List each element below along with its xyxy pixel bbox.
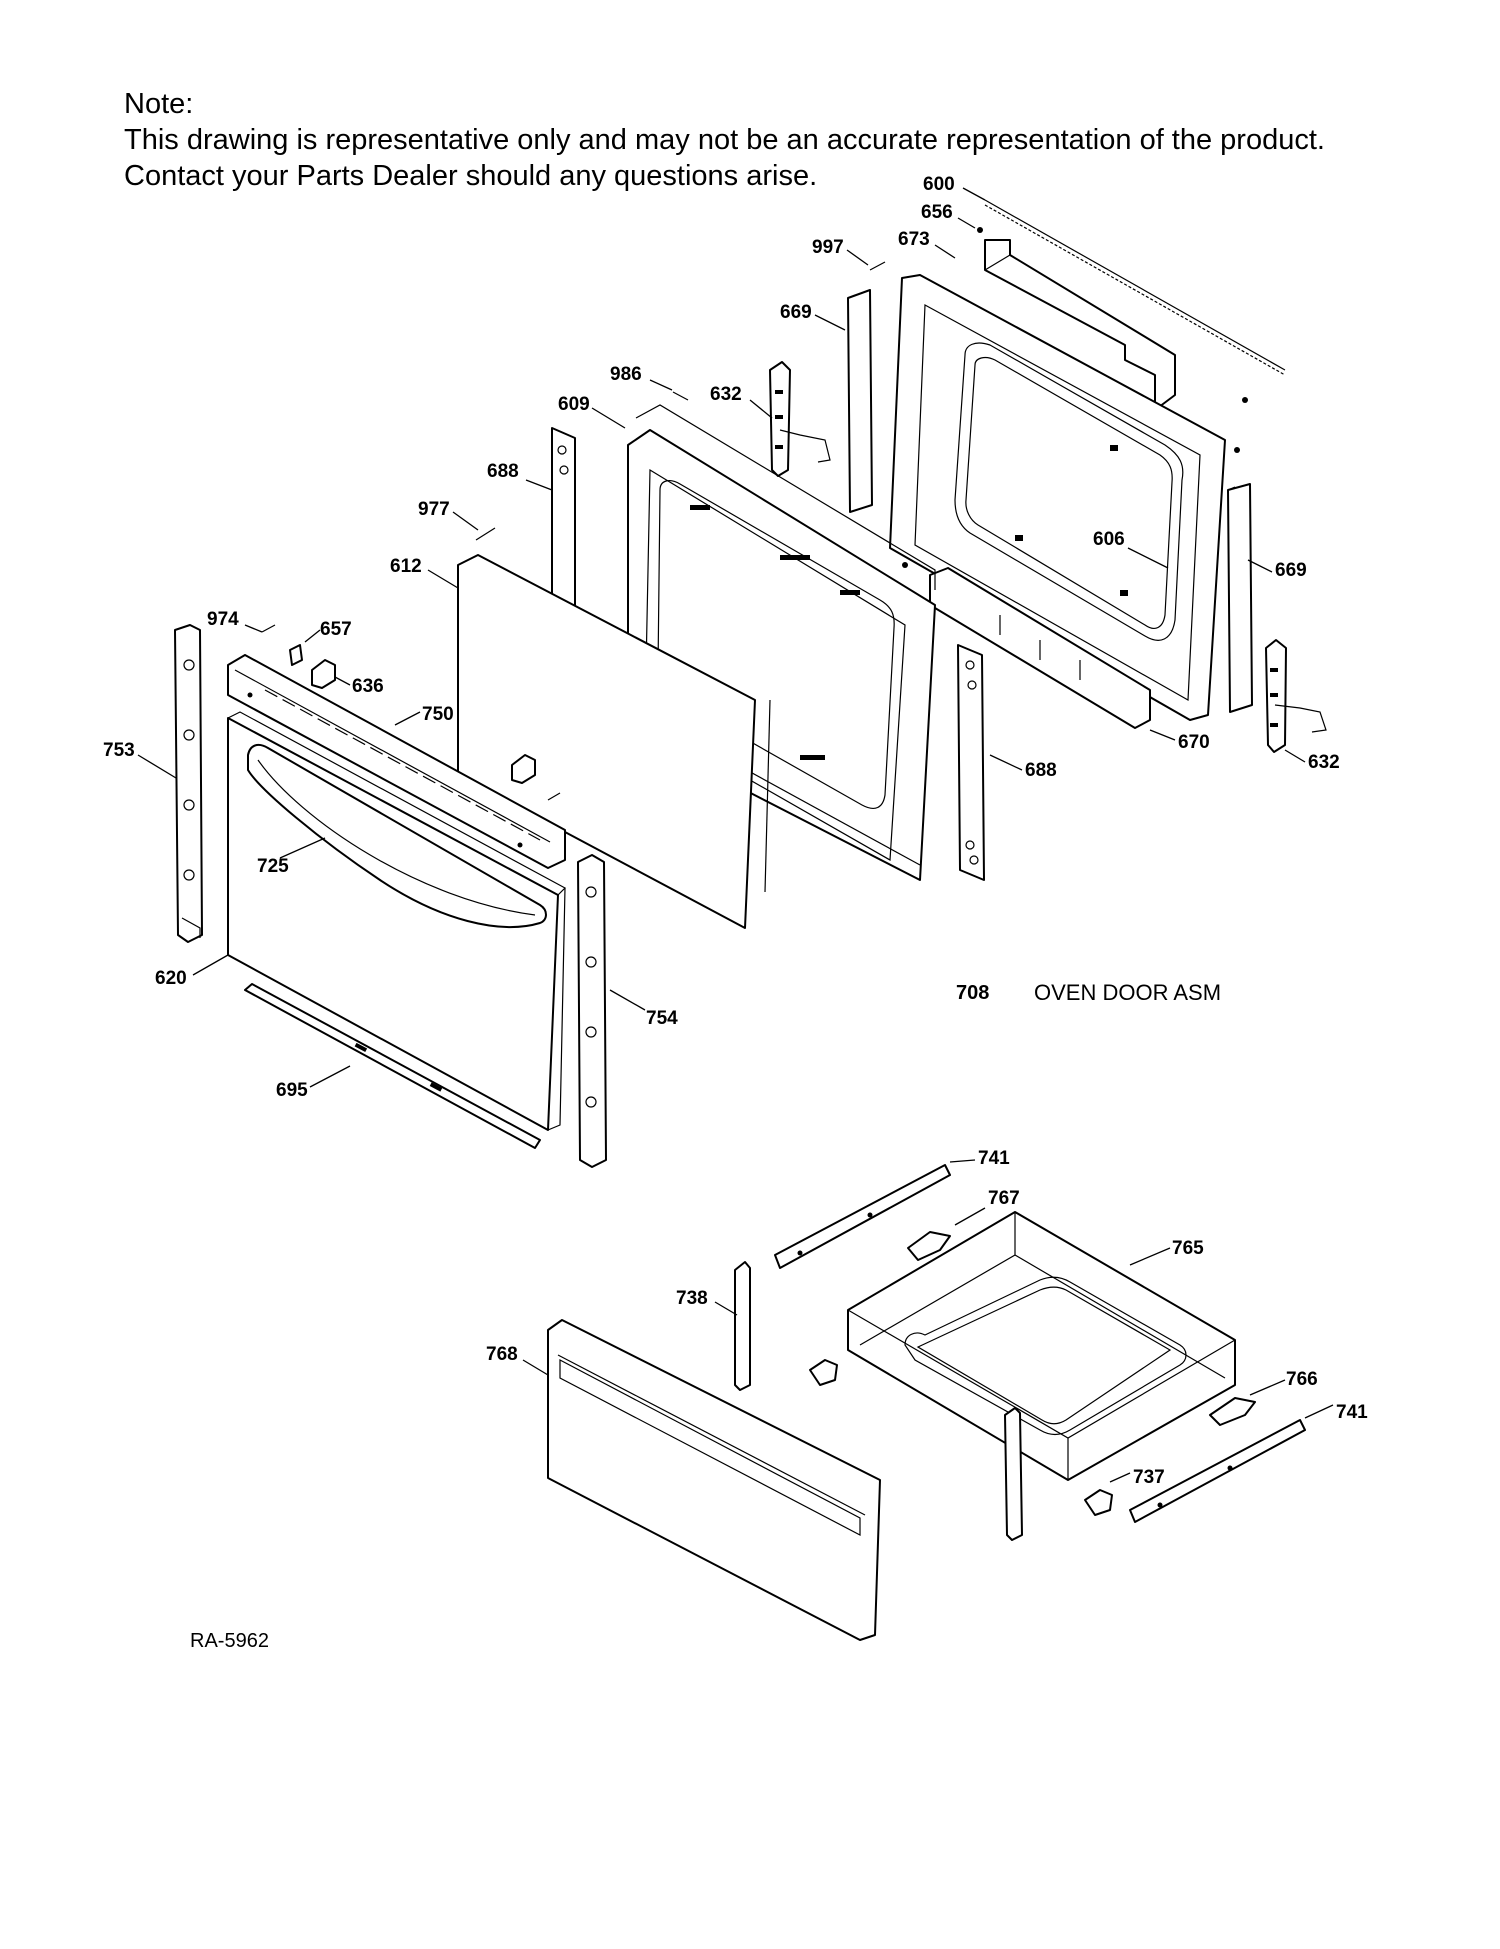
callout-657: 657: [320, 619, 352, 640]
callout-765: 765: [1172, 1238, 1204, 1259]
callout-620: 620: [155, 968, 187, 989]
note-line-1: This drawing is representative only and …: [124, 124, 1325, 156]
callout-688-left: 688: [487, 461, 519, 482]
part-656-fastener: [977, 227, 983, 233]
leader-lines: [137, 187, 1334, 1483]
callout-977: 977: [418, 499, 450, 520]
part-612-glass-panel: [457, 554, 756, 929]
callout-labels: 600 656 673 997 669 986 632 609 688 977 …: [103, 174, 1368, 1488]
part-657-clip: [289, 644, 303, 666]
part-725-door-handle: [247, 743, 547, 929]
part-997-screw: [869, 261, 886, 271]
part-738-drawer-side-right: [1004, 1407, 1023, 1541]
part-737-stop-b: [809, 1359, 838, 1386]
callout-673: 673: [898, 229, 930, 250]
part-695-bottom-trim: [244, 983, 541, 1149]
part-766-glide: [1209, 1397, 1256, 1426]
part-767-glide: [907, 1231, 951, 1261]
part-753-side-trim-left: [174, 624, 203, 943]
part-741-drawer-rail-upper: [774, 1164, 951, 1269]
note-line-2: Contact your Parts Dealer should any que…: [124, 160, 818, 192]
callout-670: 670: [1178, 732, 1210, 753]
callout-986: 986: [610, 364, 642, 385]
callout-741-lower: 741: [1336, 1402, 1368, 1423]
callout-997: 997: [812, 237, 844, 258]
note-heading: Note:: [124, 88, 194, 120]
callout-606: 606: [1093, 529, 1125, 550]
callout-632-lower: 632: [1308, 752, 1340, 773]
part-632-hinge-lower: [1265, 639, 1327, 753]
part-754-side-trim-right: [577, 854, 607, 1168]
callout-974: 974: [207, 609, 239, 630]
part-632-hinge-upper: [769, 361, 831, 477]
callout-741-upper: 741: [978, 1148, 1010, 1169]
callout-600: 600: [923, 174, 955, 195]
callout-738: 738: [676, 1288, 708, 1309]
callout-636: 636: [352, 676, 384, 697]
part-669-insulation-strip-right: [1227, 483, 1253, 713]
part-986-screw: [672, 391, 689, 401]
part-688-bracket-right: [957, 644, 985, 881]
part-636-bracket-b: [511, 754, 536, 784]
callout-753: 753: [103, 740, 135, 761]
disclaimer-note: Note: This drawing is representative onl…: [124, 86, 1325, 194]
assembly-name: OVEN DOOR ASM: [1034, 980, 1222, 1005]
part-636-bracket: [311, 659, 336, 689]
part-768-drawer-front: [547, 1319, 881, 1641]
drawing-reference: RA-5962: [190, 1630, 269, 1652]
callout-695: 695: [276, 1080, 308, 1101]
callout-632-upper: 632: [710, 384, 742, 405]
part-750-vent-trim: [227, 654, 566, 869]
assembly-number: 708: [956, 982, 990, 1004]
part-737-stop: [1084, 1489, 1113, 1516]
callout-767: 767: [988, 1188, 1020, 1209]
callout-766: 766: [1286, 1369, 1318, 1390]
callout-688-right: 688: [1025, 760, 1057, 781]
callout-669-left: 669: [780, 302, 812, 323]
callout-768: 768: [486, 1344, 518, 1365]
part-765-drawer-box: [847, 1211, 1236, 1481]
part-600-trim-strip: [984, 199, 1286, 376]
callout-656: 656: [921, 202, 953, 223]
callout-612: 612: [390, 556, 422, 577]
part-738-drawer-side-left: [734, 1261, 751, 1391]
callout-737: 737: [1133, 1467, 1165, 1488]
callout-725: 725: [257, 856, 289, 877]
part-977-screw: [475, 527, 496, 541]
callout-750: 750: [422, 704, 454, 725]
part-606-inner-door-panel: [889, 274, 1248, 721]
part-741-drawer-rail-lower: [1129, 1419, 1306, 1523]
part-669-insulation-strip-left: [847, 289, 873, 513]
callout-754: 754: [646, 1008, 678, 1029]
callout-669-right: 669: [1275, 560, 1307, 581]
callout-609: 609: [558, 394, 590, 415]
